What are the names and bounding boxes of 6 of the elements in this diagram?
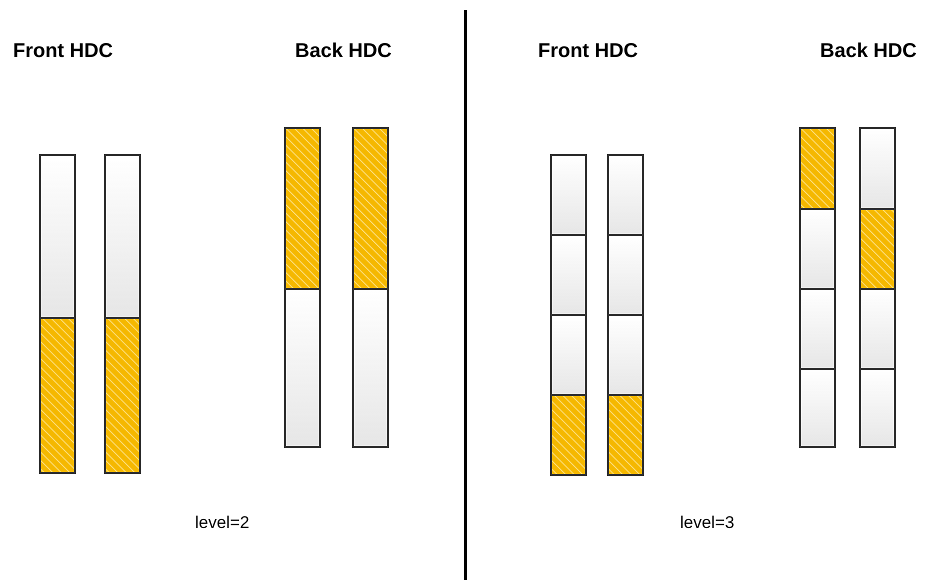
group-heading: Front HDC — [538, 39, 638, 64]
group-heading: Back HDC — [820, 39, 917, 64]
level-label: level=2 — [195, 512, 250, 534]
level-label: level=3 — [680, 512, 734, 534]
group-heading: Back HDC — [295, 39, 392, 64]
group-heading: Front HDC — [13, 39, 113, 64]
